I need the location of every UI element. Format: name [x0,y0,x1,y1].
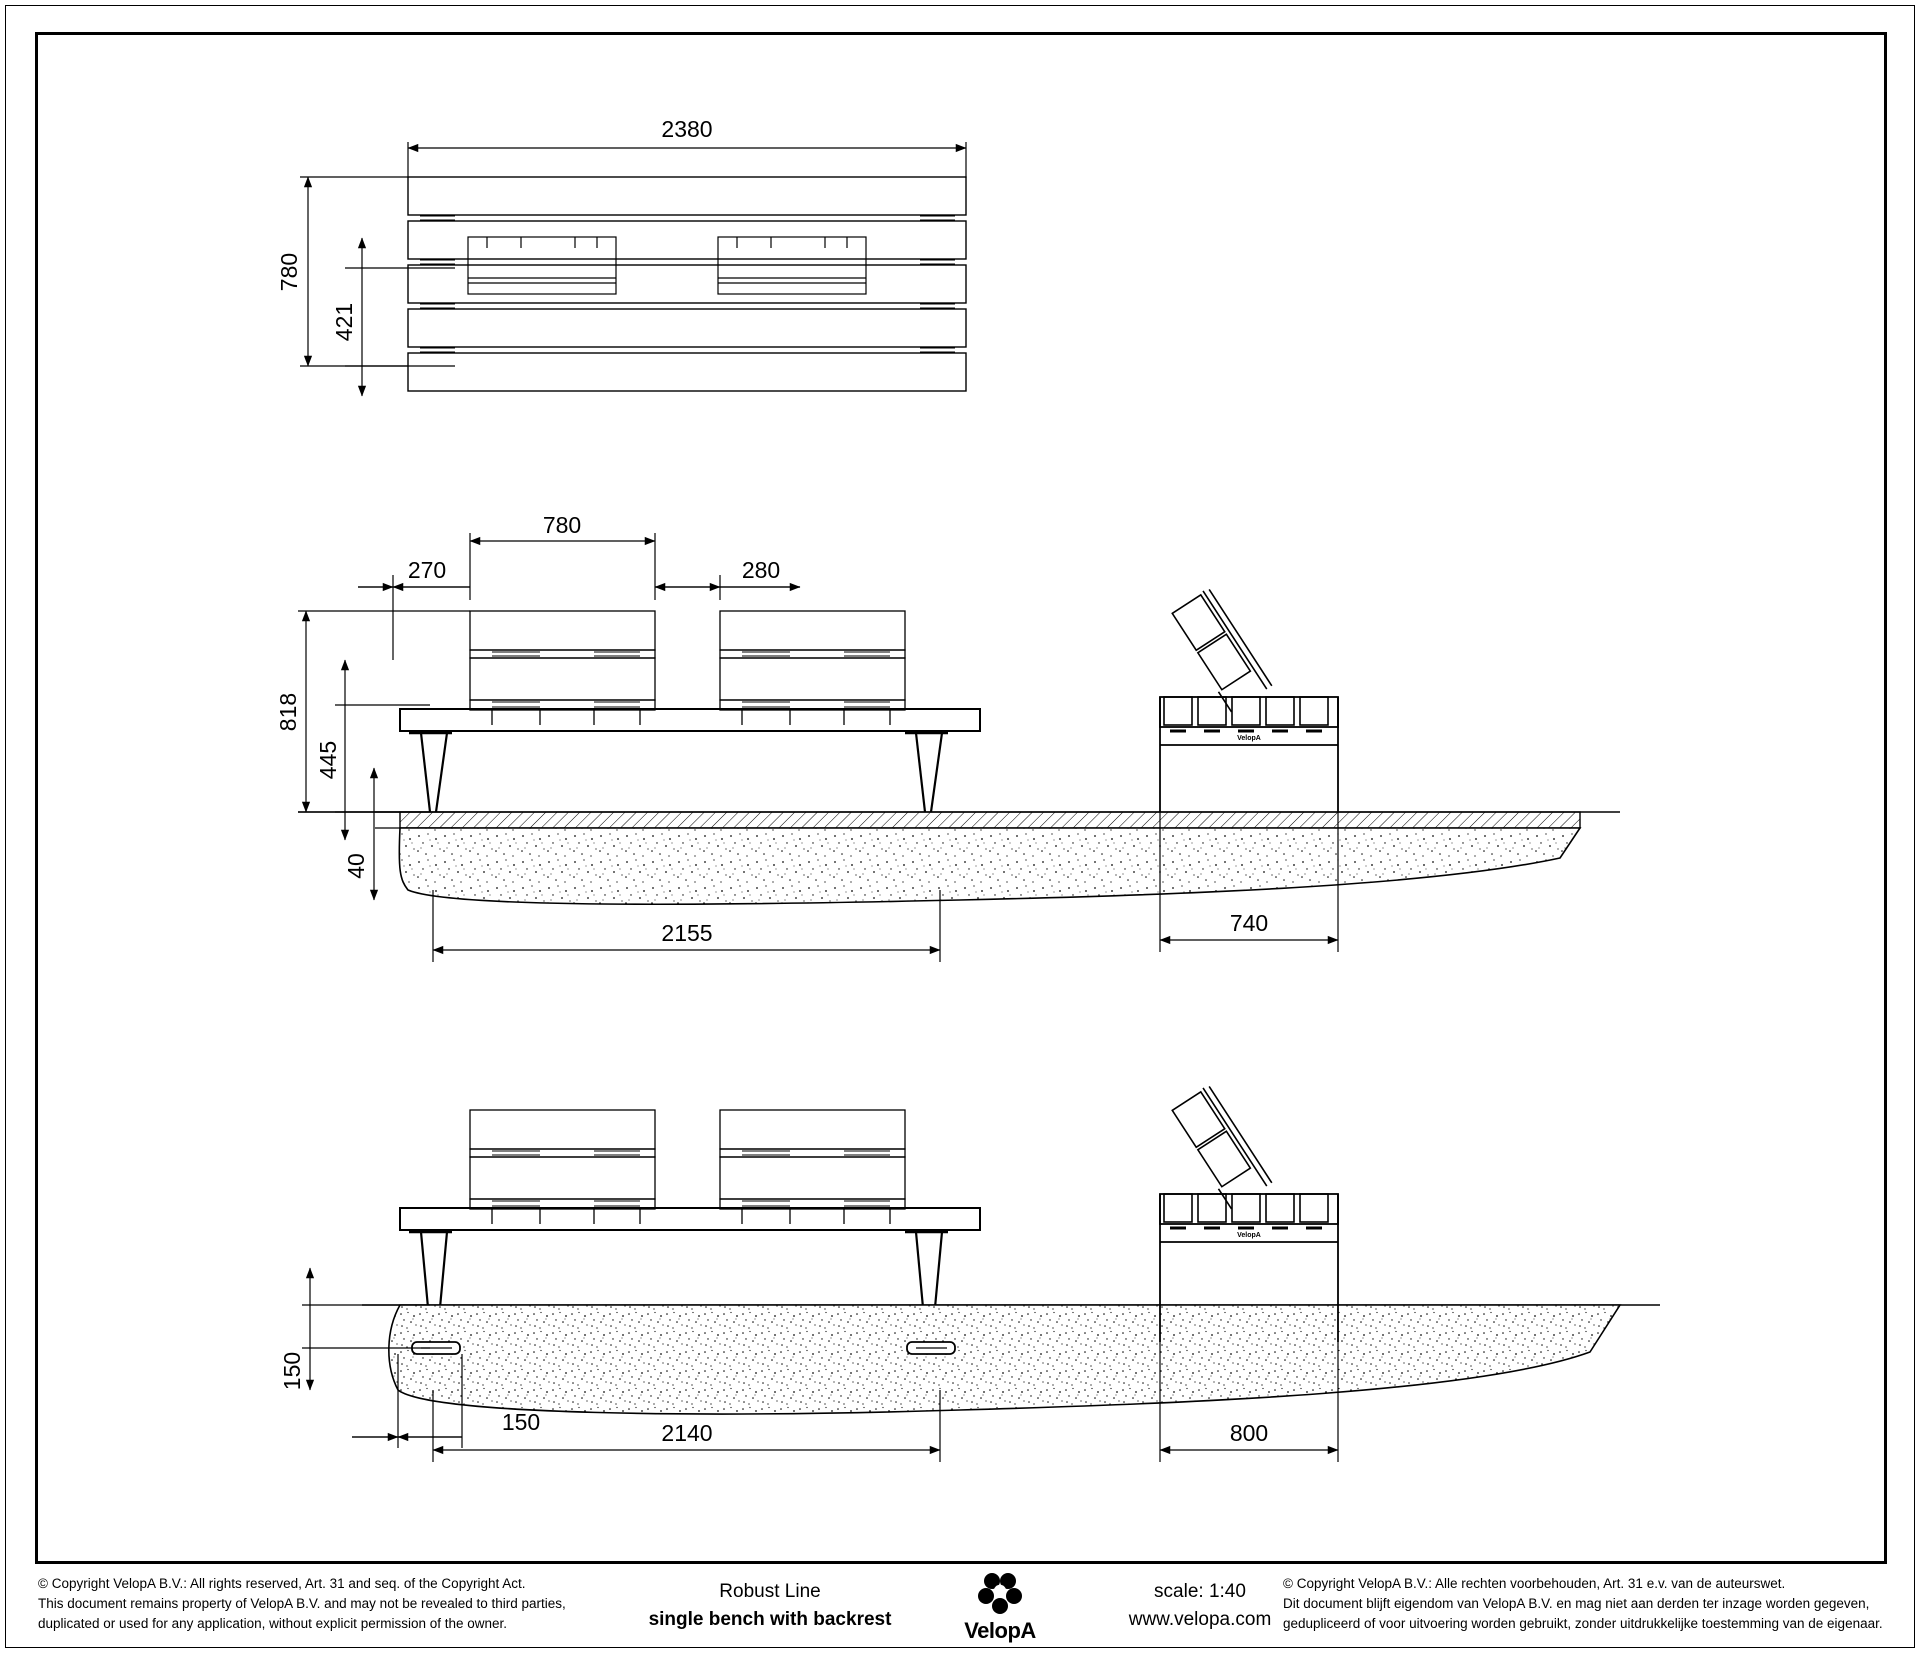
scale-and-website: scale: 1:40 www.velopa.com [1075,1578,1325,1634]
copyright-nl-line-3: gedupliceerd of voor uitvoering worden g… [1283,1616,1883,1631]
copyright-nl-line-2: Dit document blijft eigendom van VelopA … [1283,1596,1870,1611]
sheet-inner-border [35,32,1887,1561]
velopa-flower-icon [978,1573,1022,1614]
copyright-notice-dutch: © Copyright VelopA B.V.: Alle rechten vo… [1283,1574,1903,1634]
copyright-nl-line-1: © Copyright VelopA B.V.: Alle rechten vo… [1283,1576,1786,1591]
velopa-logo: VelopA [940,1572,1060,1643]
product-title: Robust Line single bench with backrest [620,1578,920,1634]
title-block-separator [35,1561,1887,1564]
copyright-en-line-1: © Copyright VelopA B.V.: All rights rese… [38,1576,526,1591]
scale-label: scale: 1:40 [1154,1581,1246,1602]
product-name-label: single bench with backrest [648,1609,892,1630]
sheet-outer-border [5,5,1915,1648]
velopa-logo-text: VelopA [964,1618,1036,1643]
copyright-en-line-3: duplicated or used for any application, … [38,1616,508,1631]
copyright-notice-english: © Copyright VelopA B.V.: All rights rese… [38,1574,638,1634]
website-link[interactable]: www.velopa.com [1128,1609,1272,1630]
copyright-en-line-2: This document remains property of VelopA… [38,1596,566,1611]
product-line-label: Robust Line [719,1581,821,1602]
